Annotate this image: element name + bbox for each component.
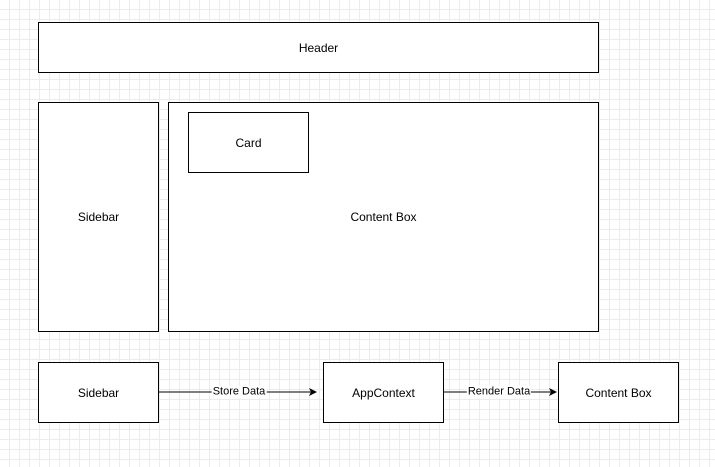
app-context-label: AppContext <box>352 385 415 400</box>
card-label: Card <box>235 135 262 150</box>
header-box: Header <box>38 22 599 73</box>
sidebar-label: Sidebar <box>77 210 120 224</box>
store-data-edge-label: Store Data <box>211 385 267 399</box>
header-label: Header <box>298 40 339 55</box>
app-context-box: AppContext <box>323 362 444 423</box>
flow-content-box-label: Content Box <box>585 385 652 400</box>
content-box-label: Content Box <box>350 210 417 224</box>
flow-sidebar-label: Sidebar <box>77 385 120 400</box>
flow-sidebar-box: Sidebar <box>38 362 159 423</box>
flow-content-box: Content Box <box>558 362 679 423</box>
render-data-edge-label: Render Data <box>466 385 532 399</box>
card-box: Card <box>188 112 309 173</box>
sidebar-box: Sidebar <box>38 102 159 332</box>
